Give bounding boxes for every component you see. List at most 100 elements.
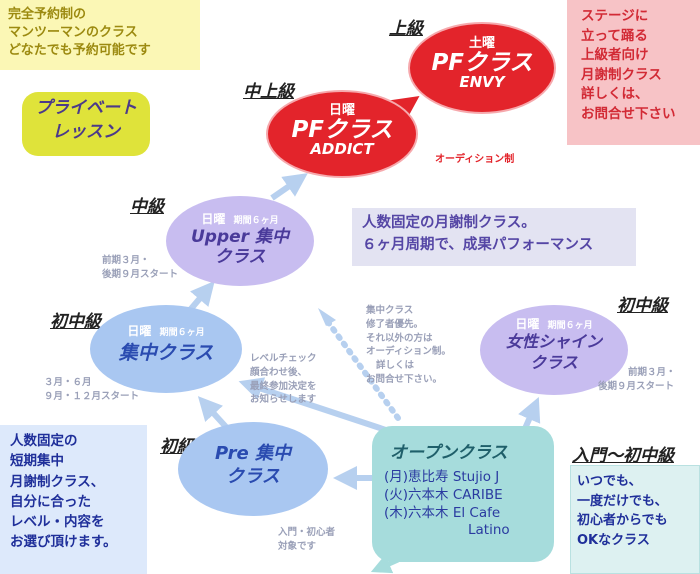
note-line: お問合せ下さい: [581, 105, 676, 122]
private-note: 完全予約制の マンツーマンのクラス どなたでも予約可能です: [0, 0, 200, 70]
arrow-open-to-intensive: [238, 377, 393, 435]
intensive-schedule: ３月・６月 ９月・１２月スタート: [44, 376, 139, 404]
open-class-box[interactable]: オープンクラス (月)恵比寿 Stujio J (火)六本木 CARIBE (木…: [372, 426, 554, 562]
note-line: 自分に合った: [10, 493, 91, 510]
arrow-upper-to-addict: [270, 173, 308, 201]
note-line: どなたでも予約可能です: [8, 43, 151, 59]
open-class-line: (木)六本木 El Cafe: [384, 504, 501, 521]
note-line: 集中クラス: [366, 305, 414, 316]
pf-addict-sub: ADDICT: [310, 140, 374, 159]
open-class-line: (火)六本木 CARIBE: [384, 486, 503, 503]
level-upper-intermediate: 中上級: [243, 82, 294, 102]
open-class-line: (月)恵比寿 Stujio J: [384, 469, 500, 485]
note-line: ６ヶ月周期で、成果パフォーマンス: [362, 236, 594, 253]
arrow-open-to-upper-head: [318, 308, 336, 326]
pf-envy-class[interactable]: 土曜 PFクラス ENVY: [408, 22, 556, 114]
upper-day: 日曜: [201, 212, 226, 226]
note-line: 入門・初心者: [278, 527, 336, 538]
note-line: ステージに: [581, 8, 649, 24]
pf-envy-title: PFクラス: [431, 50, 533, 76]
level-intro-to-pre-intermediate: 入門〜初中級: [572, 446, 674, 466]
note-line: 上級者向け: [581, 47, 649, 64]
note-line: 人数固定の月謝制クラス。: [362, 215, 536, 231]
note-line: 最終参加決定を: [250, 380, 317, 392]
schedule-line: 後期９月スタート: [598, 380, 675, 392]
pf-addict-title: PFクラス: [291, 117, 393, 143]
level-pre-intermediate-right: 初中級: [617, 296, 668, 316]
private-lesson-line: レッスン: [52, 121, 120, 142]
level-check-note: レベルチェック 顔合わせ後、 最終参加決定を お知らせします: [250, 352, 317, 407]
intensive-period: 期間６ヶ月: [159, 328, 205, 338]
pre-intensive-class[interactable]: Pre 集中 クラス: [178, 422, 328, 516]
note-line: それ以外の方は: [366, 332, 433, 344]
upper-schedule: 前期３月・ 後期９月スタート: [102, 254, 178, 282]
women-day: 日曜: [515, 317, 540, 331]
arrow-pre-to-intensive: [197, 396, 230, 431]
women-shine-class[interactable]: 日曜 期間６ヶ月 女性シャイン クラス: [480, 305, 628, 395]
fixed-monthly-note: 人数固定の月謝制クラス。 ６ヶ月周期で、成果パフォーマンス: [352, 208, 636, 266]
note-line: 立って踊る: [581, 27, 648, 44]
pre-target-note: 入門・初心者 対象です: [278, 526, 335, 554]
note-line: お知らせします: [250, 394, 317, 406]
note-line: いつでも、: [577, 474, 642, 489]
intensive-title: 集中クラス: [118, 342, 214, 364]
upper-title-a: Upper 集中: [191, 227, 289, 247]
women-schedule: 前期３月・ 後期９月スタート: [598, 366, 676, 394]
level-pre-intermediate-left: 初中級: [50, 312, 101, 332]
audition-note: オーディション制: [435, 154, 515, 165]
note-line: お問合せ下さい。: [366, 373, 443, 385]
women-period: 期間６ヶ月: [547, 321, 593, 331]
note-line: 月謝制クラス、: [10, 473, 105, 490]
open-class-line: Latino: [468, 522, 510, 539]
note-line: OKなクラス: [577, 532, 650, 548]
note-line: 顔合わせ後、: [250, 366, 308, 378]
note-line: レベル・内容を: [10, 514, 105, 530]
note-line: 対象です: [278, 540, 317, 552]
pf-envy-day: 土曜: [468, 36, 495, 51]
pre-title-a: Pre 集中: [215, 443, 291, 464]
pf-addict-day: 日曜: [328, 103, 355, 118]
arrow-intensive-to-upper: [187, 280, 215, 312]
note-line: 詳しくは、: [581, 86, 649, 103]
short-intensive-note: 人数固定の 短期集中 月謝制クラス、 自分に合った レベル・内容を お選び頂けま…: [0, 425, 147, 574]
pf-envy-sub: ENVY: [459, 73, 505, 92]
women-title-b: クラス: [530, 352, 578, 372]
note-line: 人数固定の: [10, 433, 78, 449]
open-class-title: オープンクラス: [390, 443, 508, 463]
schedule-line: 前期３月・: [628, 367, 676, 378]
note-line: 完全予約制の: [8, 7, 87, 22]
advanced-note: ステージに 立って踊る 上級者向け 月謝制クラス 詳しくは、 お問合せ下さい: [567, 0, 700, 145]
private-lesson-box[interactable]: プライベート レッスン: [22, 92, 150, 156]
intensive-class[interactable]: 日曜 期間６ヶ月 集中クラス: [90, 305, 242, 393]
schedule-line: 前期３月・: [102, 255, 150, 266]
arrow-open-to-upper-dotted: [325, 319, 401, 421]
women-title-a: 女性シャイン: [505, 332, 602, 351]
intensive-priority-note: 集中クラス 修了者優先。 それ以外の方は オーディション制。 詳しくは お問合せ…: [366, 304, 451, 387]
note-line: オーディション制。: [366, 346, 451, 358]
note-line: 短期集中: [10, 453, 64, 470]
note-line: お選び頂けます。: [10, 534, 117, 551]
schedule-line: ９月・１２月スタート: [44, 390, 140, 402]
note-line: 初心者からでも: [577, 513, 668, 528]
note-line: 詳しくは: [376, 360, 415, 372]
intensive-header: 日曜 期間６ヶ月: [90, 322, 242, 339]
note-line: マンツーマンのクラス: [8, 25, 138, 41]
note-line: レベルチェック: [250, 353, 317, 364]
pre-title-b: クラス: [226, 466, 280, 488]
upper-intensive-class[interactable]: 日曜 期間６ヶ月 Upper 集中 クラス: [166, 196, 314, 286]
open-class-note: いつでも、 一度だけでも、 初心者からでも OKなクラス: [570, 465, 700, 574]
level-intermediate: 中級: [130, 197, 164, 217]
women-header: 日曜 期間６ヶ月: [480, 315, 628, 332]
upper-title-b: クラス: [214, 247, 266, 268]
note-line: 月謝制クラス: [581, 66, 662, 83]
private-lesson-line: プライベート: [35, 98, 137, 118]
level-advanced: 上級: [389, 19, 423, 39]
intensive-day: 日曜: [127, 324, 152, 338]
note-line: 修了者優先。: [366, 318, 424, 330]
note-line: 一度だけでも、: [577, 493, 668, 509]
upper-header: 日曜 期間６ヶ月: [166, 210, 314, 227]
upper-period: 期間６ヶ月: [233, 216, 279, 226]
schedule-line: ３月・６月: [44, 377, 92, 388]
schedule-line: 後期９月スタート: [102, 268, 179, 280]
pf-addict-class[interactable]: 日曜 PFクラス ADDICT: [266, 90, 418, 178]
